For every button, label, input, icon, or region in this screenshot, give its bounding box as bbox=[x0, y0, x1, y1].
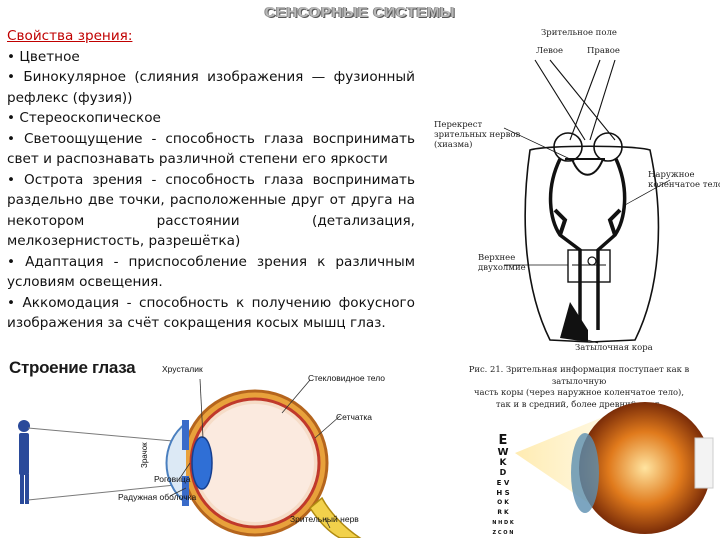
label-occipital-cortex: Затылочная кора bbox=[575, 343, 653, 353]
label-iris: Радужная оболочка bbox=[118, 492, 197, 502]
chart-line: K bbox=[499, 458, 507, 468]
label-cornea: Роговица bbox=[154, 474, 191, 484]
property-item: • Бинокулярное (слияния изображения — фу… bbox=[7, 69, 415, 106]
occipital-cortex-shape bbox=[560, 302, 588, 342]
label-vitreous: Стекловидное тело bbox=[308, 373, 386, 383]
chart-line: E V bbox=[496, 479, 510, 487]
label-chiasm: Перекрест зрительных нервов (хиазма) bbox=[434, 120, 521, 150]
chart-line: O K bbox=[497, 499, 509, 506]
eye-chart-illustration bbox=[515, 402, 714, 534]
chart-line: D bbox=[499, 468, 507, 477]
property-item: • Цветное bbox=[7, 48, 80, 65]
eye-structure-title: Строение глаза bbox=[9, 358, 136, 377]
label-visual-field: Зрительное поле bbox=[541, 28, 617, 38]
iris-shape bbox=[571, 433, 599, 513]
label-colliculus: Верхнее двухолмие bbox=[478, 253, 526, 273]
label-left-field: Левое bbox=[536, 46, 564, 56]
label-lgn: Наружное коленчатое тело bbox=[648, 170, 720, 190]
person-figure-icon bbox=[18, 420, 30, 504]
chart-line: W bbox=[497, 447, 509, 458]
property-item: • Стереоскопическое bbox=[7, 110, 161, 126]
retina-chart bbox=[694, 437, 714, 489]
visual-pathway-diagram bbox=[503, 59, 671, 344]
property-item: • Аккомодация - способность к получению … bbox=[7, 294, 415, 332]
caption-line: Рис. 21. Зрительная информация поступает… bbox=[468, 364, 690, 386]
label-pupil: Зрачок bbox=[140, 442, 149, 468]
chart-line: E bbox=[498, 433, 508, 448]
property-item: • Светоощущение - способность глаза восп… bbox=[7, 130, 415, 168]
light-ray bbox=[534, 59, 616, 141]
eye-cross-section-diagram bbox=[18, 378, 362, 538]
label-optic-nerve: Зрительный нерв bbox=[290, 514, 359, 524]
label-right-field: Правое bbox=[587, 46, 620, 56]
optic-tract-left bbox=[548, 158, 582, 330]
optic-tract-right bbox=[596, 158, 627, 330]
colliculus-box bbox=[567, 249, 611, 283]
right-eye-icon bbox=[593, 132, 623, 162]
chart-line: H S bbox=[496, 489, 510, 497]
chart-line: Z C O N bbox=[492, 530, 514, 536]
label-lens: Хрусталик bbox=[162, 364, 203, 374]
eyeball-photo-icon bbox=[579, 402, 711, 534]
property-item: • Острота зрения - способность глаза вос… bbox=[7, 171, 415, 250]
slide-title: СЕНСОРНЫЕ СИСТЕМЫ bbox=[264, 4, 456, 21]
caption-line: часть коры (через наружное коленчатое те… bbox=[473, 387, 684, 397]
brain-outline bbox=[524, 145, 660, 343]
property-item: • Адаптация - приспособление зрения к ра… bbox=[7, 253, 415, 291]
properties-heading: Свойства зрения: bbox=[7, 28, 133, 44]
snellen-chart: E W K D E V H S O K R K N H D K Z C O N bbox=[483, 434, 523, 538]
eyeball-icon bbox=[165, 389, 362, 538]
label-retina: Сетчатка bbox=[336, 412, 372, 422]
left-eye-icon bbox=[553, 132, 583, 162]
chart-line: N H D K bbox=[492, 520, 514, 526]
vision-properties-text: Свойства зрения: • Цветное • Бинокулярно… bbox=[7, 26, 415, 334]
chart-line: R K bbox=[497, 509, 509, 516]
caption-line: так и в средний, более древний мозг. bbox=[495, 398, 663, 409]
pathway-caption: Рис. 21. Зрительная информация поступает… bbox=[448, 364, 710, 410]
